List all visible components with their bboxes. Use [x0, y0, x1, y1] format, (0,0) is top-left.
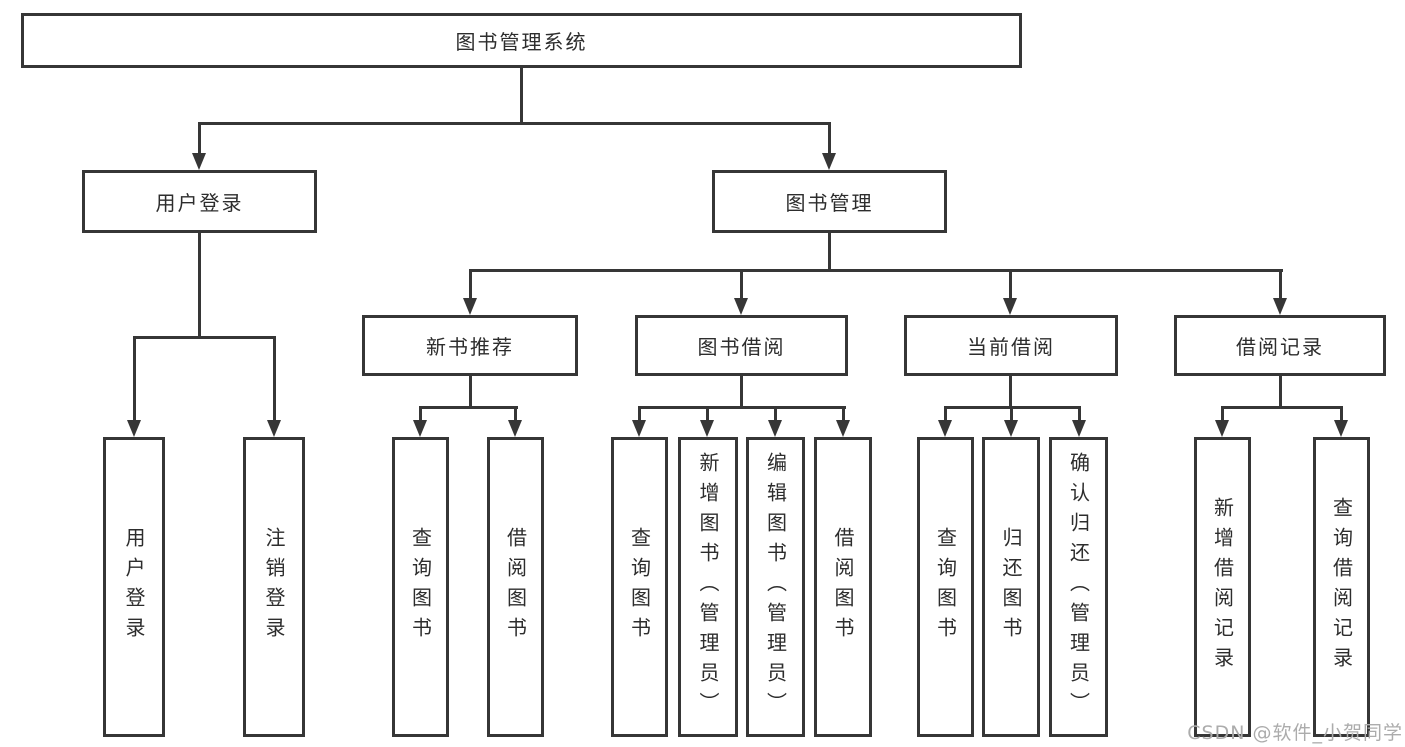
connector-line — [469, 376, 472, 409]
arrowhead-icon — [267, 420, 281, 437]
connector-line — [419, 406, 518, 409]
leaf-borrow-books-2: 借阅图书 — [814, 437, 872, 737]
arrowhead-icon — [1004, 420, 1018, 437]
arrowhead-icon — [734, 298, 748, 315]
leaf-return-books: 归还图书 — [982, 437, 1040, 737]
csdn-watermark: CSDN @软件_小贺同学 — [1187, 722, 1403, 744]
arrowhead-icon — [127, 420, 141, 437]
leaf-logout: 注销登录 — [243, 437, 305, 737]
connector-line — [469, 269, 1283, 272]
arrowhead-icon — [1003, 298, 1017, 315]
connector-line — [198, 233, 201, 339]
connector-line — [944, 406, 947, 423]
node-user-login: 用户登录 — [82, 170, 317, 233]
leaf-add-books-admin: 新增图书（管理员） — [678, 437, 738, 737]
connector-line — [1279, 269, 1282, 300]
leaf-borrow-books-1: 借阅图书 — [487, 437, 544, 737]
connector-line — [706, 406, 709, 423]
node-borrowing-records: 借阅记录 — [1174, 315, 1386, 376]
leaf-add-borrow-record: 新增借阅记录 — [1194, 437, 1251, 737]
connector-line — [828, 122, 831, 156]
connector-line — [419, 406, 422, 423]
connector-line — [1009, 269, 1012, 300]
arrowhead-icon — [1334, 420, 1348, 437]
connector-line — [1078, 406, 1081, 423]
node-new-book-recommend: 新书推荐 — [362, 315, 578, 376]
connector-line — [273, 336, 276, 423]
node-current-borrowing: 当前借阅 — [904, 315, 1118, 376]
connector-line — [1221, 406, 1224, 423]
leaf-edit-books-admin: 编辑图书（管理员） — [746, 437, 805, 737]
arrowhead-icon — [413, 420, 427, 437]
connector-line — [1009, 376, 1012, 409]
connector-line — [638, 406, 846, 409]
arrowhead-icon — [822, 153, 836, 170]
arrowhead-icon — [508, 420, 522, 437]
connector-line — [638, 406, 641, 423]
node-library-management-system: 图书管理系统 — [21, 13, 1022, 68]
connector-line — [469, 269, 472, 300]
connector-line — [740, 269, 743, 300]
connector-line — [828, 233, 831, 272]
arrowhead-icon — [1215, 420, 1229, 437]
node-book-borrowing: 图书借阅 — [635, 315, 848, 376]
leaf-query-borrow-record: 查询借阅记录 — [1313, 437, 1370, 737]
connector-line — [1279, 376, 1282, 409]
connector-line — [133, 336, 276, 339]
arrowhead-icon — [938, 420, 952, 437]
connector-line — [514, 406, 517, 423]
arrowhead-icon — [1072, 420, 1086, 437]
connector-line — [133, 336, 136, 423]
arrowhead-icon — [463, 298, 477, 315]
connector-line — [740, 376, 743, 409]
leaf-query-books-2: 查询图书 — [611, 437, 668, 737]
connector-line — [1221, 406, 1343, 409]
connector-line — [198, 122, 201, 156]
connector-line — [774, 406, 777, 423]
arrowhead-icon — [836, 420, 850, 437]
connector-line — [198, 122, 831, 125]
connector-line — [1340, 406, 1343, 423]
leaf-confirm-return-admin: 确认归还（管理员） — [1049, 437, 1108, 737]
arrowhead-icon — [700, 420, 714, 437]
connector-line — [520, 68, 523, 124]
leaf-user-login: 用户登录 — [103, 437, 165, 737]
leaf-query-books-3: 查询图书 — [917, 437, 974, 737]
connector-line — [842, 406, 845, 423]
connector-line — [1010, 406, 1013, 423]
arrowhead-icon — [192, 153, 206, 170]
leaf-query-books-1: 查询图书 — [392, 437, 449, 737]
arrowhead-icon — [632, 420, 646, 437]
node-book-management: 图书管理 — [712, 170, 947, 233]
arrowhead-icon — [768, 420, 782, 437]
arrowhead-icon — [1273, 298, 1287, 315]
